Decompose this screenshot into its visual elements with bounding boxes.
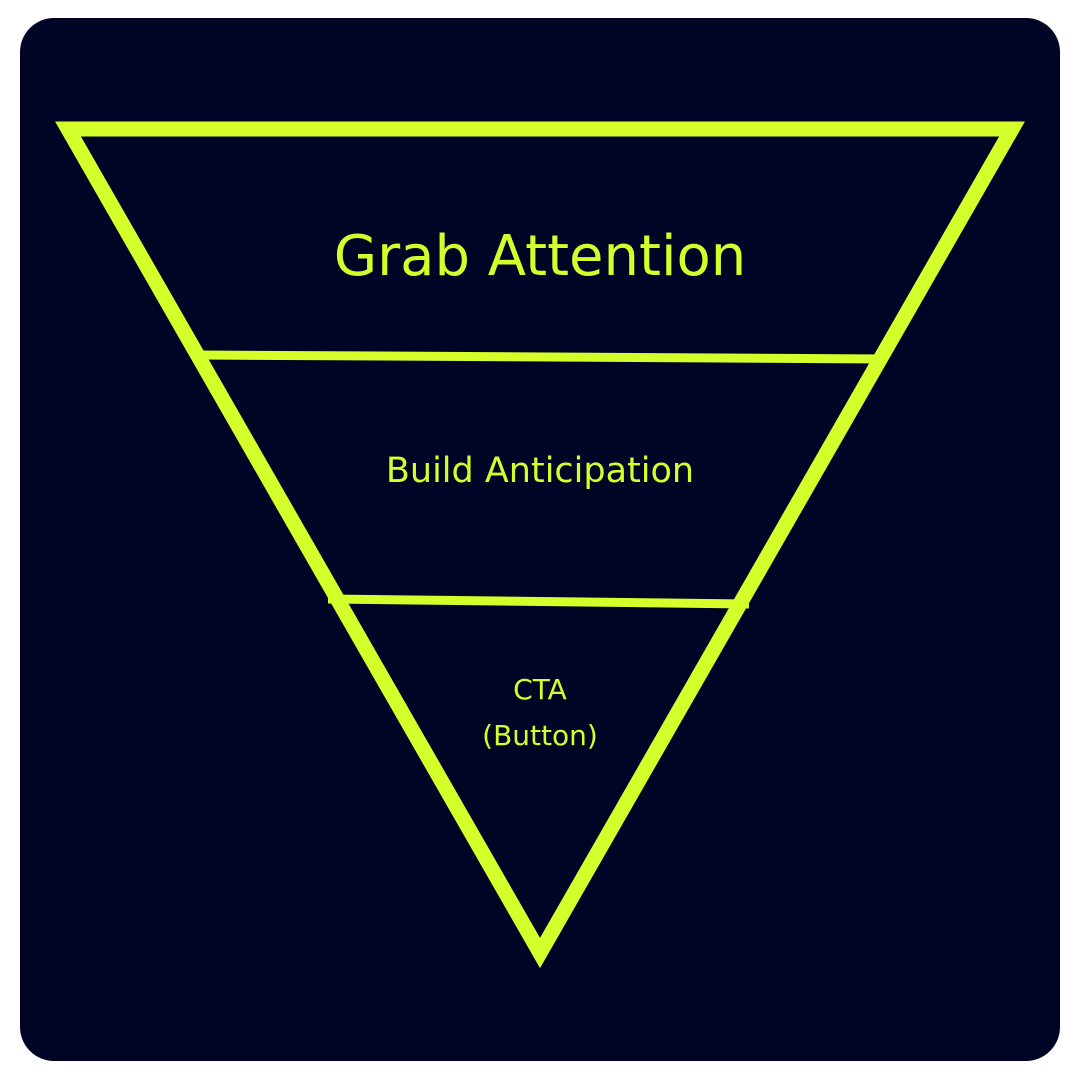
funnel-outline [55, 121, 1025, 969]
stage-divider-1 [199, 350, 887, 364]
stage-label-grab-attention: Grab Attention [334, 224, 747, 289]
stage-label-build-anticipation: Build Anticipation [386, 451, 694, 491]
diagram-card [20, 18, 1060, 1061]
stage-sublabel-button: (Button) [482, 719, 598, 752]
stage-divider-2 [327, 594, 750, 609]
stage-label-cta: CTA [513, 673, 567, 706]
